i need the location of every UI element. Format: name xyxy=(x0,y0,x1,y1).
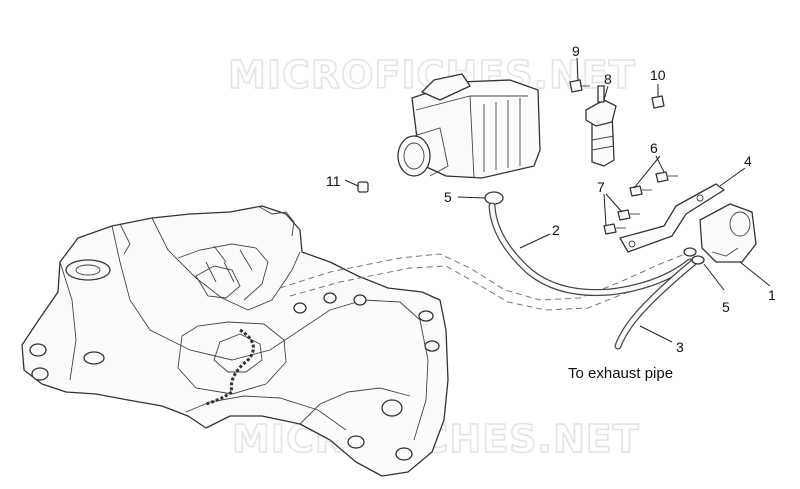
screws-6 xyxy=(629,171,678,197)
frame xyxy=(21,205,449,477)
routing-path xyxy=(279,251,691,301)
callout-2: 2 xyxy=(552,222,560,238)
callouts: 1 2 3 4 5 5 6 7 8 9 10 11 xyxy=(326,43,776,355)
valve-1 xyxy=(699,203,757,263)
exhaust-caption: To exhaust pipe xyxy=(568,365,673,382)
callout-9: 9 xyxy=(572,43,580,59)
callout-7: 7 xyxy=(597,179,605,195)
callout-6: 6 xyxy=(650,140,658,156)
callout-1: 1 xyxy=(768,287,776,303)
hose-3 xyxy=(614,258,698,350)
valve-body xyxy=(585,85,617,167)
callout-10: 10 xyxy=(650,67,666,83)
callout-11: 11 xyxy=(326,173,341,189)
plug-11 xyxy=(357,181,369,193)
callout-5-top: 5 xyxy=(444,189,452,205)
screw-9 xyxy=(569,79,590,93)
callout-8: 8 xyxy=(604,71,612,87)
cap-10 xyxy=(651,95,665,109)
air-box xyxy=(397,73,541,179)
callout-3: 3 xyxy=(676,339,684,355)
bracket-4 xyxy=(619,183,725,253)
callout-5-right: 5 xyxy=(722,299,730,315)
routing-path-lower xyxy=(289,265,669,311)
clamp-top xyxy=(484,191,504,205)
clamp-right xyxy=(683,247,705,265)
screws-7 xyxy=(603,209,640,235)
leader-lines xyxy=(344,57,771,343)
callout-4: 4 xyxy=(744,153,752,169)
